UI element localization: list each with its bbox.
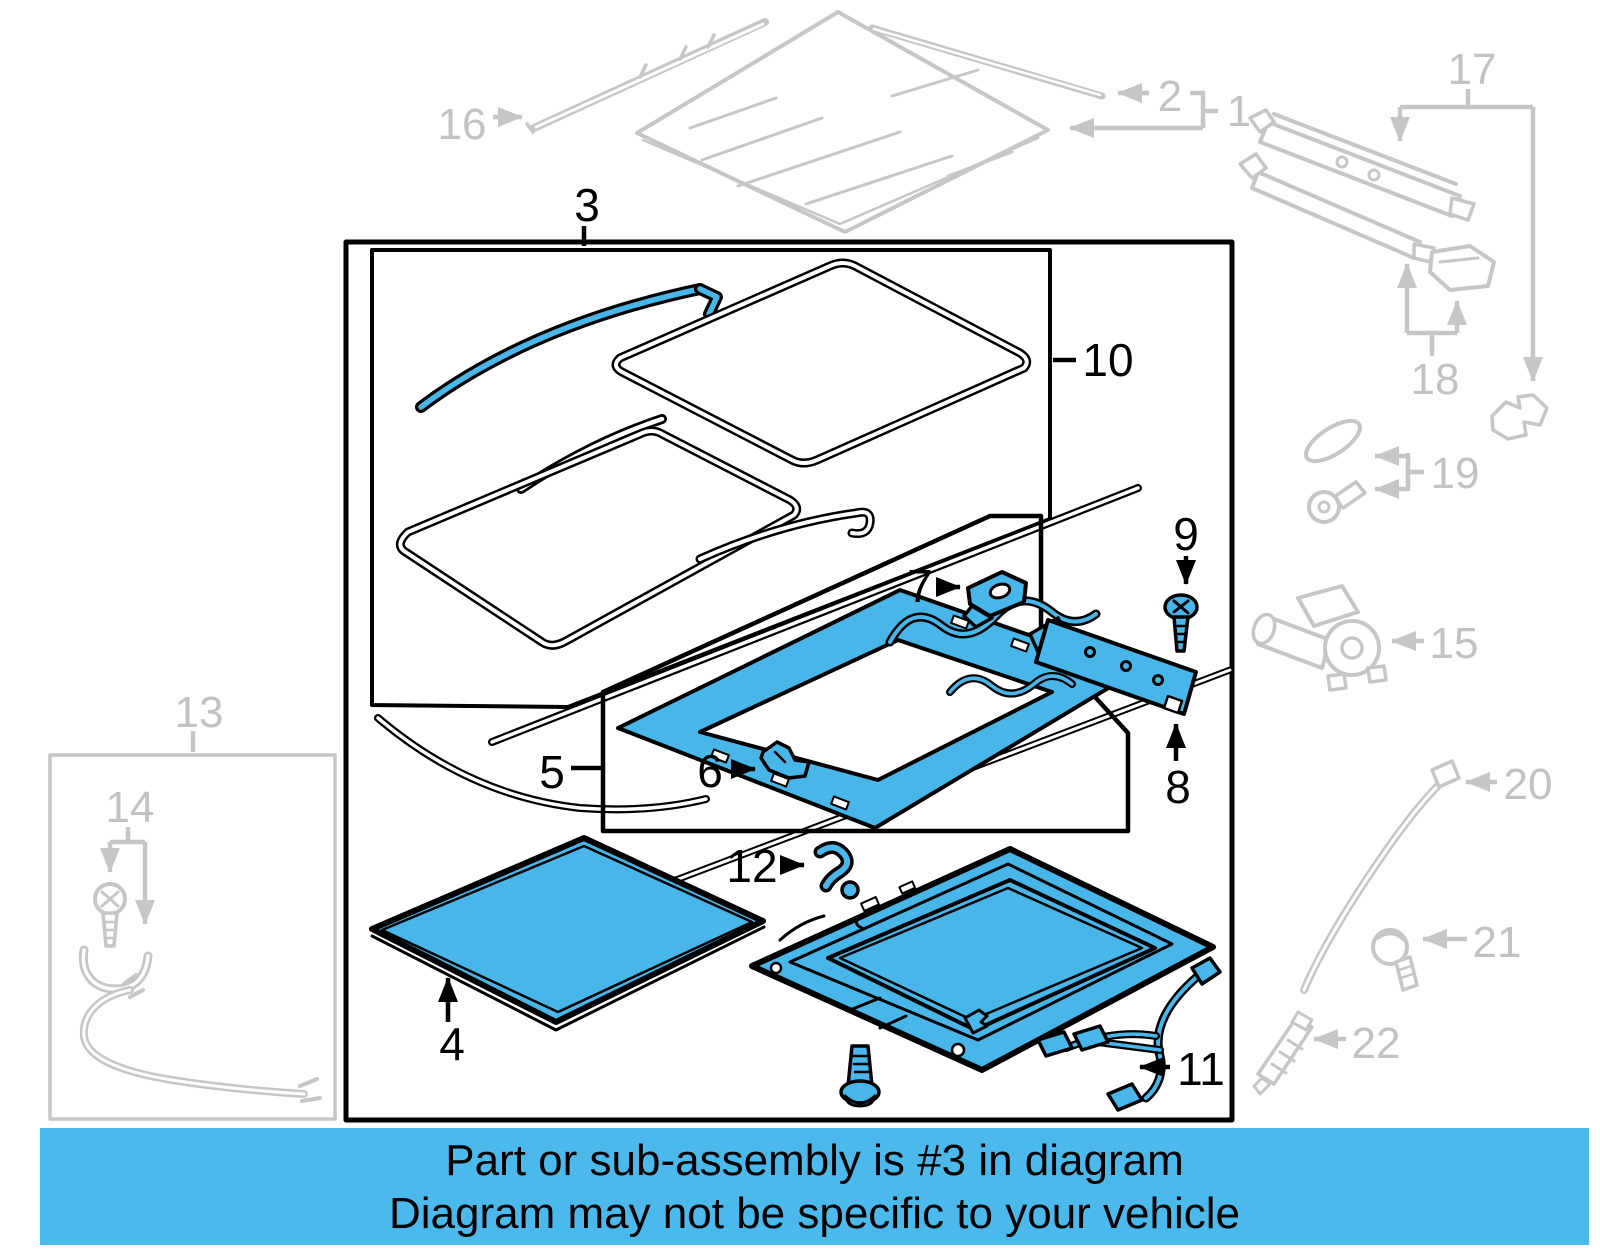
part-bolt [839,1044,881,1108]
label-2: 2 [1158,72,1182,121]
label-12: 12 [726,840,777,892]
label-13: 13 [175,688,224,737]
part-8-reinforcement-plate [1028,616,1198,716]
part-7-clip [962,570,1028,629]
label-5: 5 [539,746,565,798]
label-16: 16 [438,100,487,149]
leader-lines-gray [100,83,1543,1049]
caption-bar: Part or sub-assembly is #3 in diagram Di… [40,1128,1589,1245]
part-13-14-shade-kit-box [48,753,337,1121]
label-11: 11 [1177,1043,1225,1095]
part-15-sunroof-motor [1251,584,1388,692]
label-4: 4 [439,1018,465,1070]
part-17-18-rails [1238,108,1496,292]
part-11-wiring-harness [1036,956,1222,1112]
inner-box-seals [370,248,1052,709]
label-8: 8 [1165,761,1191,813]
label-10: 10 [1082,334,1133,386]
part-9-screw [1163,593,1199,653]
leader-lines-black [438,226,1196,1077]
part-12-clip [813,841,860,900]
caption-line-2: Diagram may not be specific to your vehi… [388,1189,1241,1238]
part-16-roof-molding [525,18,769,134]
label-3: 3 [574,179,600,231]
label-19: 19 [1431,449,1480,498]
part-4-glass-panel [369,835,766,1032]
label-22: 22 [1352,1019,1401,1068]
label-15: 15 [1430,619,1479,668]
label-9: 9 [1173,508,1199,560]
callout-labels: 1 2 3 4 5 6 7 8 9 10 11 12 13 14 15 16 1… [106,45,1553,1095]
label-17: 17 [1448,45,1497,94]
part-3-frame-panel [749,846,1216,1073]
part-22-drain-nozzle [1252,1010,1314,1096]
part-17-bracket [1490,393,1549,441]
part-6-clip [759,740,811,780]
label-20: 20 [1504,760,1553,809]
label-21: 21 [1473,918,1522,967]
label-6: 6 [697,745,723,797]
part-21-clip-screw [1371,928,1419,992]
part-1-2-glass-and-strip [635,10,1106,234]
label-18: 18 [1411,355,1460,404]
part-19-cap-and-screw [1304,418,1367,524]
part-20-drain-tube [1300,759,1461,994]
label-14: 14 [106,783,155,832]
label-1: 1 [1227,87,1251,136]
caption-line-1: Part or sub-assembly is #3 in diagram [445,1136,1184,1185]
label-7: 7 [907,560,933,612]
